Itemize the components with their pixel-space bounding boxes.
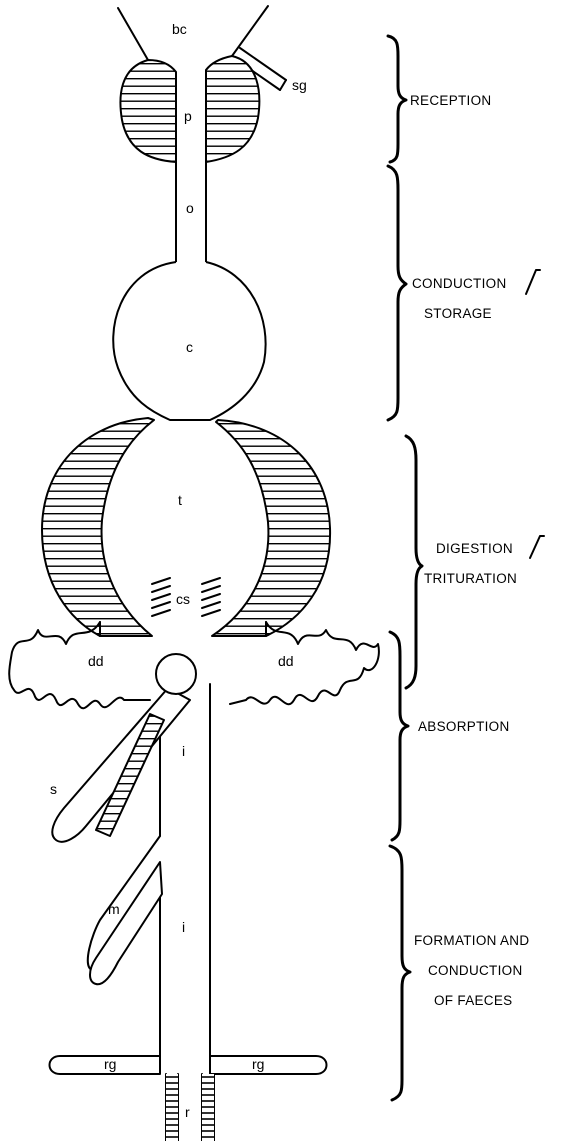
label-c: c bbox=[186, 339, 193, 355]
label-s: s bbox=[50, 781, 57, 797]
label-i-lower: i bbox=[182, 919, 185, 935]
label-m: m bbox=[108, 901, 120, 917]
section-formation-line3: OF FAECES bbox=[434, 993, 512, 1008]
label-cs: cs bbox=[176, 591, 190, 607]
label-t: t bbox=[178, 492, 182, 508]
brace-reception bbox=[388, 36, 406, 162]
section-formation-line2: CONDUCTION bbox=[428, 963, 523, 978]
label-p: p bbox=[184, 108, 192, 124]
gizzard-left-wall bbox=[42, 418, 154, 636]
section-conduction-storage-line1: CONDUCTION bbox=[412, 276, 507, 291]
pharynx-right-muscle bbox=[206, 56, 259, 162]
label-rg-right: rg bbox=[252, 1056, 264, 1072]
stomach-sac bbox=[52, 654, 196, 842]
brace-absorption bbox=[390, 632, 408, 840]
label-rg-left: rg bbox=[104, 1056, 116, 1072]
label-dd-right: dd bbox=[278, 653, 294, 669]
brace-digestion-trituration bbox=[406, 436, 422, 688]
rectal-glands bbox=[50, 1056, 327, 1074]
slash-digestion-trituration bbox=[530, 536, 544, 558]
label-i-upper: i bbox=[182, 743, 185, 759]
section-digestion-trituration-line1: DIGESTION bbox=[436, 541, 513, 556]
label-sg: sg bbox=[292, 77, 307, 93]
gizzard-right-wall bbox=[212, 420, 330, 636]
section-reception: RECEPTION bbox=[410, 93, 491, 108]
pharynx-left-muscle bbox=[120, 60, 176, 162]
section-formation-line1: FORMATION AND bbox=[414, 933, 529, 948]
section-digestion-trituration-line2: TRITURATION bbox=[424, 571, 517, 586]
rectum bbox=[166, 1074, 214, 1141]
label-bc: bc bbox=[172, 21, 187, 37]
slash-conduction-storage bbox=[526, 270, 540, 294]
brace-formation bbox=[390, 846, 410, 1100]
label-o: o bbox=[186, 200, 194, 216]
brace-conduction-storage bbox=[388, 166, 406, 420]
section-conduction-storage-line2: STORAGE bbox=[424, 306, 492, 321]
malpighian-tubule bbox=[90, 862, 162, 984]
label-dd-left: dd bbox=[88, 653, 104, 669]
section-absorption: ABSORPTION bbox=[418, 719, 510, 734]
label-r: r bbox=[185, 1104, 190, 1120]
